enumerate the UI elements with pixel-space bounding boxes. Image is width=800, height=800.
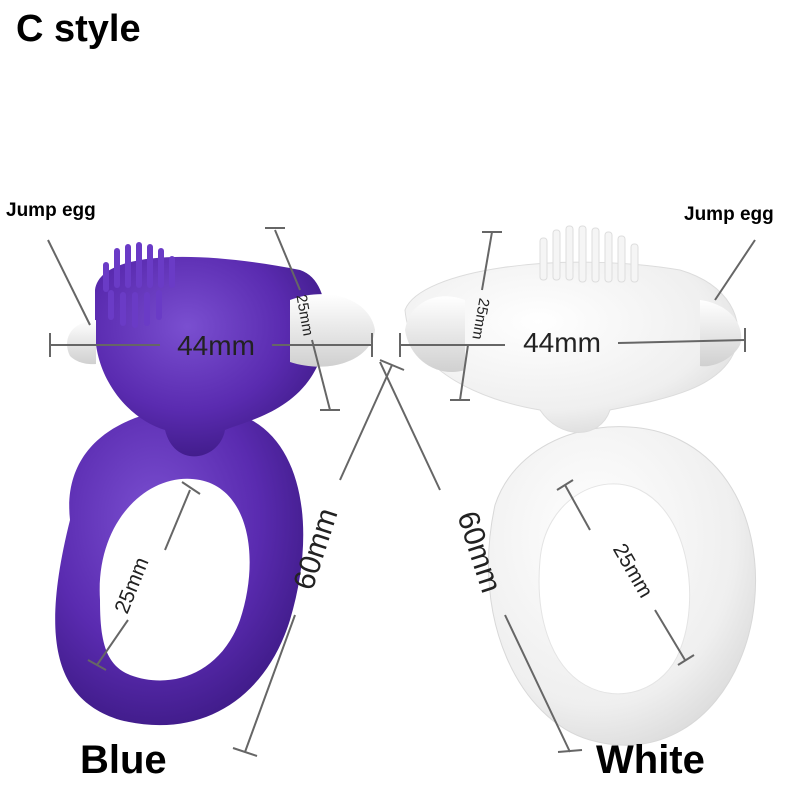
right-egg-diameter-label: 25mm: [468, 297, 492, 341]
white-ring: [404, 225, 756, 746]
left-jump-egg-callout: Jump egg: [6, 200, 96, 221]
left-egg-diameter-label: 25mm: [292, 293, 316, 337]
right-jump-egg-callout: Jump egg: [684, 204, 774, 225]
variant-name-white: White: [596, 738, 705, 782]
left-egg-length-label: 44mm: [177, 330, 255, 361]
page-title: C style: [16, 8, 141, 50]
right-egg-length-label: 44mm: [523, 327, 601, 358]
blue-ring: [55, 242, 375, 726]
variant-name-blue: Blue: [80, 738, 167, 782]
dimension-lines: [47, 227, 756, 757]
